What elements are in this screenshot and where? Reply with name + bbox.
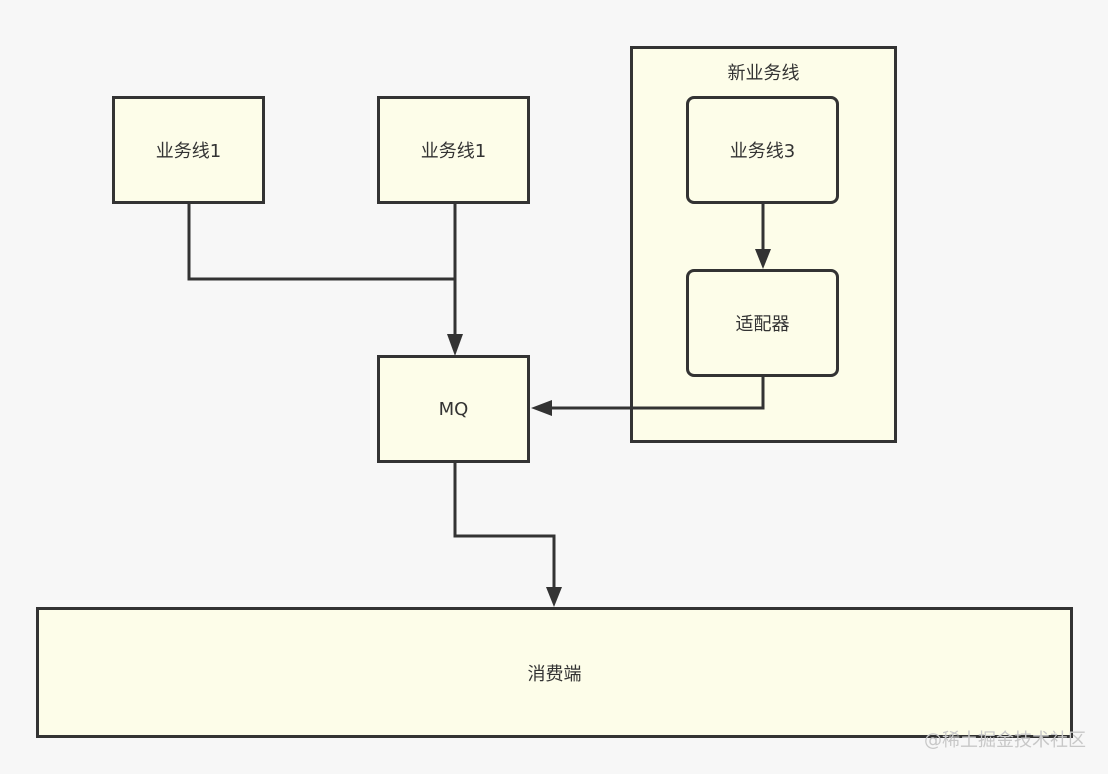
arrowhead-into-mq-top [447, 334, 463, 356]
edge-mq-to-consumer [453, 463, 556, 590]
mq-node: MQ [377, 355, 530, 463]
edge-adapter-to-mq [551, 377, 765, 410]
adapter-node: 适配器 [686, 269, 839, 377]
group-label: 新业务线 [727, 63, 800, 84]
watermark: @稀土掘金技术社区 [924, 730, 1086, 751]
business-line-3-node: 业务线3 [686, 96, 839, 204]
arrowhead-into-consumer [546, 587, 562, 607]
business-line-a-node: 业务线1 [112, 96, 265, 204]
edge-business-line-a-to-mq [187, 204, 455, 281]
arrowhead-into-mq-right [531, 400, 552, 416]
arrowhead-into-adapter [755, 249, 771, 269]
business-line-b-node: 业务线1 [377, 96, 530, 204]
consumer-node: 消费端 [36, 607, 1073, 738]
